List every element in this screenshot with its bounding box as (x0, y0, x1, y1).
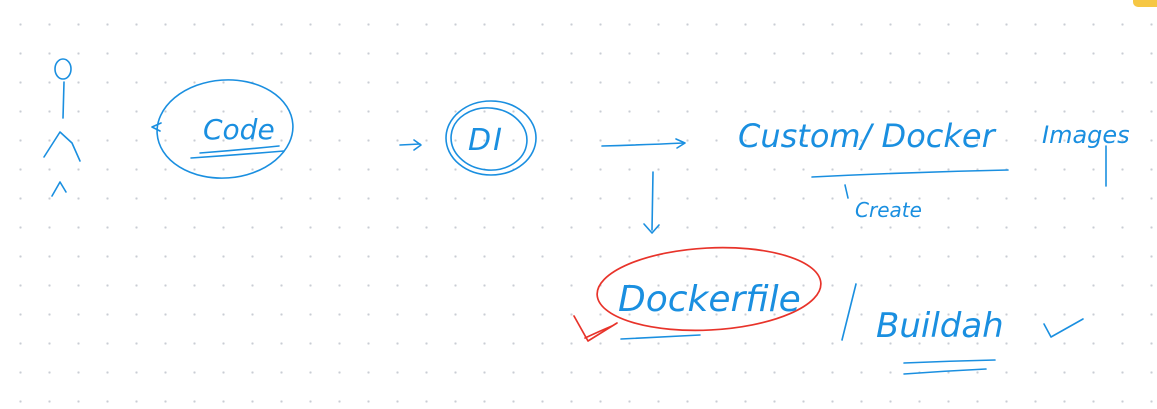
stick-figure-icon (43, 58, 81, 197)
buildah-node: Buildah (841, 283, 1004, 375)
code-node: Code (151, 79, 294, 179)
checkmark-icon (1043, 318, 1084, 338)
buildah-label: Buildah (876, 306, 1004, 346)
code-label: Code (203, 113, 275, 146)
arrow-di-to-images (601, 138, 686, 149)
create-label: Create (855, 198, 922, 222)
arrow-code-to-di (399, 139, 422, 151)
custom-docker-label: Custom/ Docker (738, 117, 997, 155)
dockerfile-node: Dockerfile (573, 246, 822, 342)
dockerfile-label: Dockerfile (618, 279, 801, 320)
arrow-down-to-dockerfile (643, 171, 660, 234)
images-label: Images (1042, 121, 1130, 149)
di-node: DI (445, 100, 537, 176)
custom-docker-images: Custom/ Docker Images Create (738, 117, 1130, 222)
corner-tab[interactable] (1133, 0, 1157, 7)
di-label: DI (468, 123, 504, 158)
